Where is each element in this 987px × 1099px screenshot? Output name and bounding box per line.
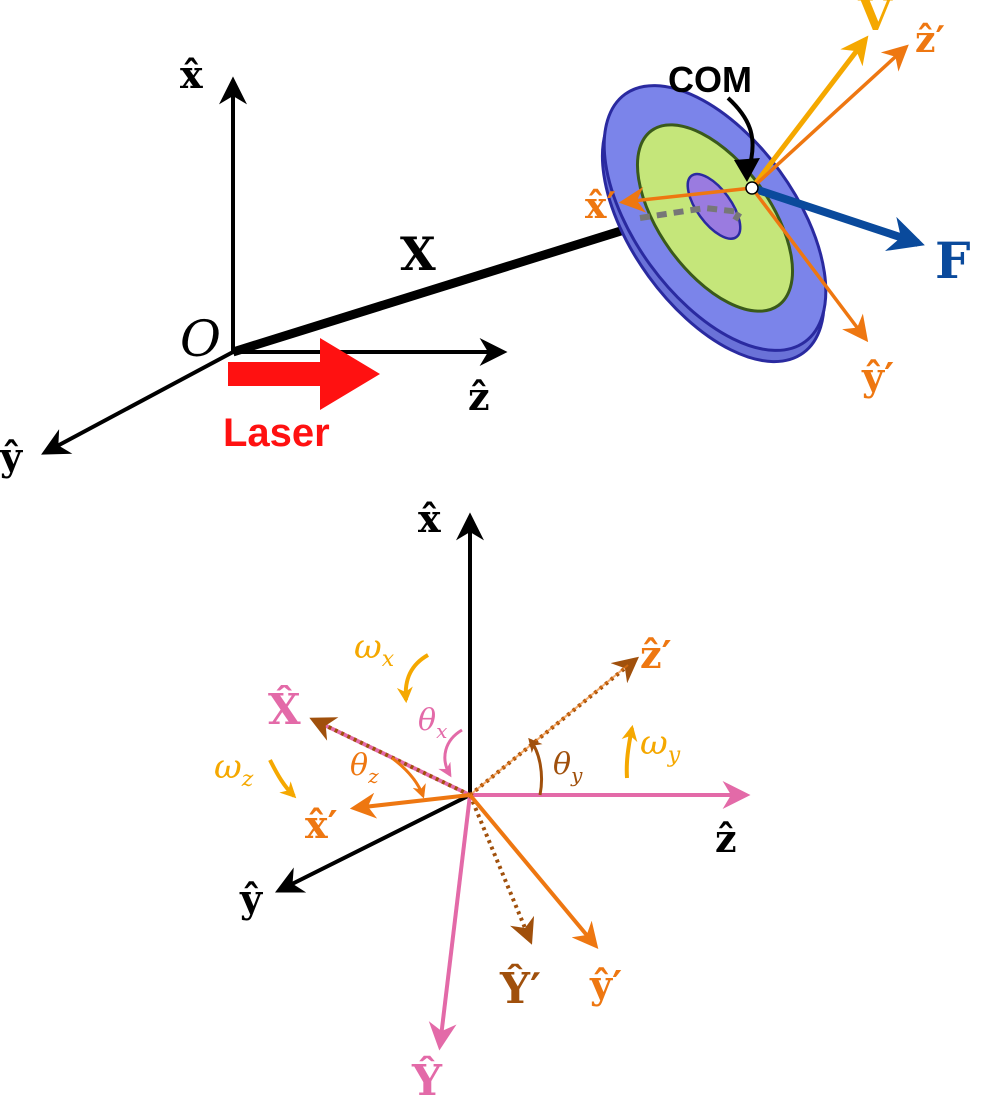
theta-x-label: θx (418, 703, 447, 743)
omega-z-label: ωz (214, 747, 254, 792)
bottom-body-x-label: x̂′ (305, 802, 338, 847)
bottom-Y-axis (428, 794, 472, 1051)
bottom-body-x-axis (349, 792, 471, 819)
disk-dashed-line (639, 204, 746, 222)
bottom-lab-y-label: ŷ (239, 876, 263, 921)
bottom-diagram: x̂ ẑ ŷ X̂ Ŷ Ŷ′ x̂′ ŷ′ ẑ′ ωx ωy ωz θx θy … (214, 496, 751, 1099)
bottom-body-z-axis (469, 664, 629, 796)
theta-z-arc (391, 756, 426, 799)
bottom-lab-x-label: x̂ (418, 496, 441, 541)
velocity-vector (750, 35, 869, 190)
bottom-Yp-dotted-axis (468, 794, 535, 945)
omega-x-indicator (396, 653, 430, 704)
bottom-X-dotted-axis (309, 717, 471, 797)
bottom-body-y-axis (468, 793, 599, 949)
force-vector (750, 184, 925, 252)
com-pointer-head (734, 158, 760, 182)
top-body-z-axis (750, 44, 909, 190)
bottom-body-y-label: ŷ′ (589, 962, 622, 1007)
laser-arrow (228, 338, 380, 410)
top-body-z-label: ẑ′ (915, 19, 945, 61)
bottom-body-z-label: ẑ′ (640, 632, 672, 677)
laser-label: Laser (223, 411, 330, 455)
top-diagram: x̂ ẑ ŷ O X Laser COM V F x̂′ ẑ′ ŷ′ (0, 0, 971, 479)
origin-label: O (180, 310, 221, 368)
big-X-label: X̂ (268, 683, 301, 734)
position-vector (231, 220, 642, 357)
theta-z-label: θz (350, 748, 379, 788)
position-label: X (400, 227, 436, 281)
top-lab-x-label: x̂ (180, 52, 203, 97)
bottom-lab-z-label: ẑ (715, 816, 737, 861)
omega-x-label: ωx (354, 627, 395, 672)
big-Yp-label: Ŷ′ (499, 963, 541, 1013)
com-point (745, 181, 759, 195)
top-lab-z-label: ẑ (468, 374, 490, 419)
com-label: COM (668, 59, 752, 100)
velocity-label: V (857, 0, 893, 41)
top-body-x-axis (618, 186, 753, 213)
omega-y-indicator (621, 724, 638, 779)
top-body-y-label: ŷ′ (861, 354, 894, 399)
omega-z-indicator (268, 759, 297, 799)
top-lab-y-label: ŷ (0, 434, 23, 479)
bottom-lab-y-axis (274, 793, 471, 893)
top-body-y-axis (750, 186, 869, 343)
big-Y-label: Ŷ (411, 1055, 443, 1099)
top-lab-y-axis (41, 350, 234, 455)
force-label: F (935, 231, 971, 290)
theta-x-arc (438, 728, 463, 778)
theta-y-label: θy (553, 747, 583, 787)
omega-y-label: ωy (640, 723, 681, 768)
theta-y-arc (528, 737, 544, 796)
top-body-x-label: x̂′ (585, 185, 616, 227)
